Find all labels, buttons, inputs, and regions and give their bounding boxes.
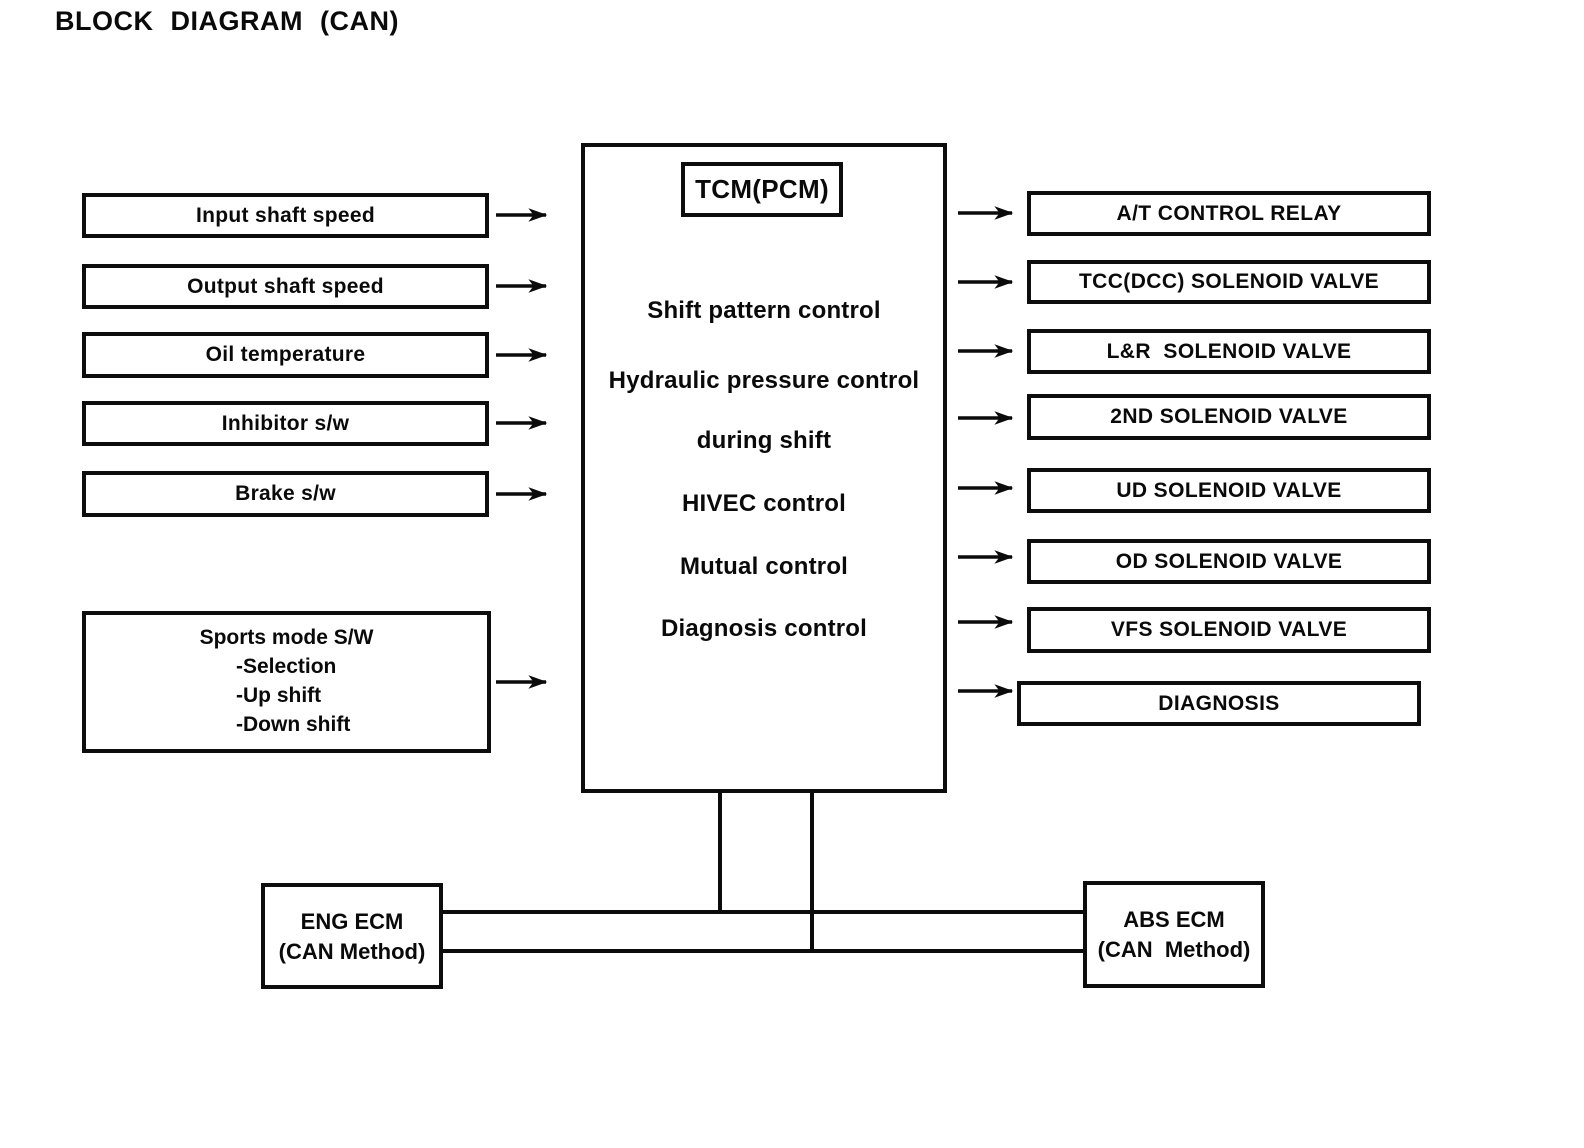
input-label: Oil temperature: [205, 343, 366, 366]
abs-ecm-box: ABS ECM (CAN Method): [1083, 881, 1265, 988]
input-box-sports-mode-sw: Sports mode S/W -Selection -Up shift -Do…: [82, 611, 491, 753]
output-label: OD SOLENOID VALVE: [1115, 549, 1343, 573]
eng-ecm-box: ENG ECM (CAN Method): [261, 883, 443, 989]
tcm-function-mutual: Mutual control: [679, 553, 849, 580]
tcm-function-hydraulic-pressure: Hydraulic pressure control: [608, 367, 920, 394]
output-label: L&R SOLENOID VALVE: [1106, 339, 1352, 363]
output-box-lr-solenoid-valve: L&R SOLENOID VALVE: [1027, 329, 1431, 374]
output-label: A/T CONTROL RELAY: [1116, 201, 1342, 225]
sports-mode-item-down-shift: -Down shift: [236, 713, 351, 736]
eng-ecm-method: (CAN Method): [278, 939, 426, 964]
tcm-header-box: TCM(PCM): [681, 162, 843, 217]
output-label: DIAGNOSIS: [1158, 691, 1280, 715]
output-box-vfs-solenoid-valve: VFS SOLENOID VALVE: [1027, 607, 1431, 653]
input-label: Brake s/w: [235, 482, 336, 505]
output-box-at-control-relay: A/T CONTROL RELAY: [1027, 191, 1431, 236]
eng-ecm-name: ENG ECM: [300, 909, 404, 934]
abs-ecm-method: (CAN Method): [1097, 937, 1251, 962]
output-label: UD SOLENOID VALVE: [1116, 478, 1342, 502]
sports-mode-heading: Sports mode S/W: [199, 626, 374, 649]
input-label: Output shaft speed: [187, 274, 384, 298]
tcm-function-during-shift: during shift: [696, 427, 832, 454]
output-label: VFS SOLENOID VALVE: [1110, 618, 1348, 641]
input-label: Inhibitor s/w: [221, 411, 350, 435]
input-box-oil-temperature: Oil temperature: [82, 332, 489, 378]
input-box-input-shaft-speed: Input shaft speed: [82, 193, 489, 238]
output-box-2nd-solenoid-valve: 2ND SOLENOID VALVE: [1027, 394, 1431, 440]
output-box-ud-solenoid-valve: UD SOLENOID VALVE: [1027, 468, 1431, 513]
output-label: TCC(DCC) SOLENOID VALVE: [1078, 270, 1380, 293]
output-box-tcc-solenoid-valve: TCC(DCC) SOLENOID VALVE: [1027, 260, 1431, 304]
tcm-function-hivec: HIVEC control: [682, 490, 846, 517]
input-box-output-shaft-speed: Output shaft speed: [82, 264, 489, 309]
input-box-brake-sw: Brake s/w: [82, 471, 489, 517]
tcm-function-diagnosis: Diagnosis control: [660, 615, 868, 642]
output-label: 2ND SOLENOID VALVE: [1110, 405, 1348, 428]
page-title: BLOCK DIAGRAM (CAN): [55, 6, 399, 36]
input-label: Input shaft speed: [196, 203, 375, 227]
abs-ecm-name: ABS ECM: [1123, 907, 1225, 932]
tcm-box: TCM(PCM) Shift pattern control Hydraulic…: [581, 143, 947, 793]
sports-mode-item-up-shift: -Up shift: [236, 684, 322, 707]
sports-mode-item-selection: -Selection: [236, 655, 337, 678]
output-box-od-solenoid-valve: OD SOLENOID VALVE: [1027, 539, 1431, 584]
output-box-diagnosis: DIAGNOSIS: [1017, 681, 1421, 726]
input-box-inhibitor-sw: Inhibitor s/w: [82, 401, 489, 446]
tcm-function-shift-pattern: Shift pattern control: [647, 297, 881, 324]
